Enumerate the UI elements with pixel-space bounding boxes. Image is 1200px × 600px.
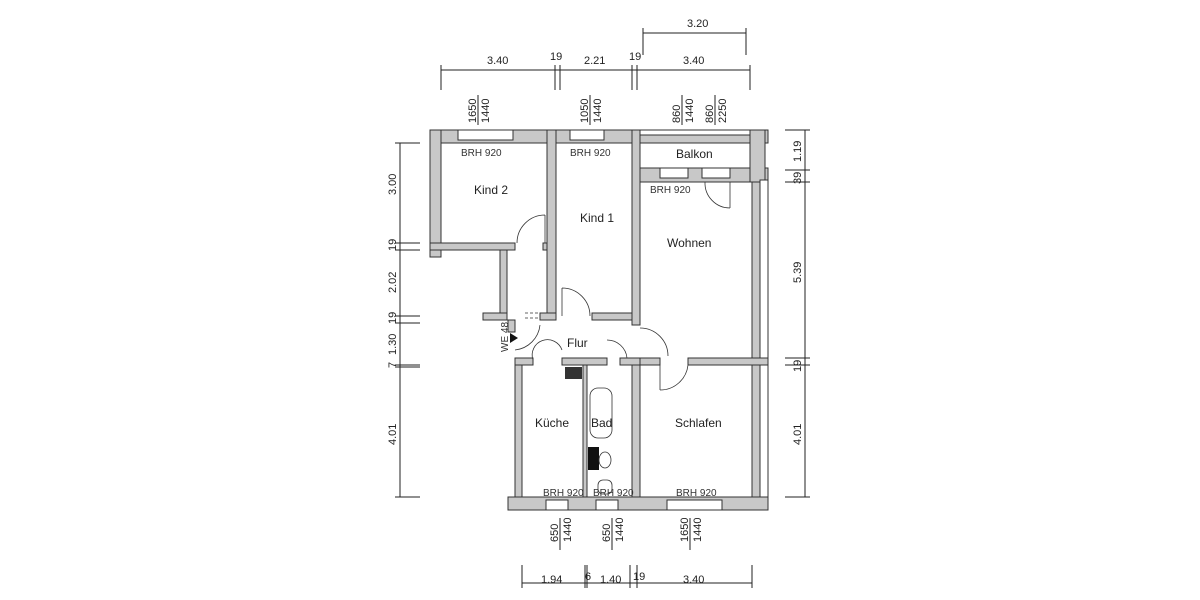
window-height: 2250 (717, 99, 729, 123)
dim-left: 7 (387, 362, 399, 368)
dimension-lines (395, 28, 810, 588)
sill-label: BRH 920 (570, 148, 611, 159)
windows (457, 129, 751, 511)
toilet-icon (597, 479, 613, 495)
window-width: 860 (704, 105, 716, 123)
room-kind1: Kind 1 (580, 211, 614, 225)
dim-top: 3.40 (683, 55, 704, 67)
dim-top: 2.21 (584, 55, 605, 67)
dim-left: 1.30 (387, 334, 399, 355)
dim-left: 19 (387, 239, 399, 251)
dim-top: 19 (629, 51, 641, 63)
room-bad: Bad (591, 416, 612, 430)
dim-top: 19 (550, 51, 562, 63)
stove-icon (565, 367, 582, 379)
window-width: 1650 (679, 518, 691, 542)
bathtub-icon (589, 387, 613, 439)
fixtures (510, 333, 613, 495)
window-height: 1440 (592, 99, 604, 123)
door-swings (514, 181, 731, 391)
dim-left: 3.00 (387, 174, 399, 195)
walls (429, 129, 769, 511)
sill-label: BRH 920 (593, 488, 634, 499)
dim-bottom: 6 (585, 571, 591, 583)
dim-top: 3.40 (487, 55, 508, 67)
sill-label: BRH 920 (461, 148, 502, 159)
window-width: 1050 (579, 99, 591, 123)
sill-label: BRH 920 (676, 488, 717, 499)
sill-label: BRH 920 (543, 488, 584, 499)
window-height: 1440 (614, 518, 626, 542)
window-height: 1440 (684, 99, 696, 123)
room-flur: Flur (567, 336, 588, 350)
sink-icon (598, 451, 612, 469)
window-width: 1650 (467, 99, 479, 123)
sill-label: BRH 920 (650, 185, 691, 196)
window-height: 1440 (562, 518, 574, 542)
room-wohnen: Wohnen (667, 236, 711, 250)
dim-right: 19 (792, 360, 804, 372)
room-kueche: Küche (535, 416, 569, 430)
window-dimension-labels: 1650 1440 1050 1440 860 1440 860 2250 65… (467, 99, 729, 542)
dim-bottom: 1.94 (541, 574, 562, 586)
room-kind2: Kind 2 (474, 183, 508, 197)
window-width: 860 (671, 105, 683, 123)
dim-bottom: 19 (633, 571, 645, 583)
room-balkon: Balkon (676, 147, 713, 161)
window-height: 1440 (480, 99, 492, 123)
room-schlafen: Schlafen (675, 416, 722, 430)
dim-left: 2.02 (387, 272, 399, 293)
window-width: 650 (549, 524, 561, 542)
room-labels: Kind 2 Kind 1 Balkon Wohnen Flur Küche B… (461, 147, 722, 499)
window-height: 1440 (692, 518, 704, 542)
dim-right: 5.39 (792, 262, 804, 283)
shower-icon (588, 447, 599, 470)
dim-right: 39 (792, 172, 804, 184)
dim-right: 4.01 (792, 424, 804, 445)
window-width: 650 (601, 524, 613, 542)
dim-left: 19 (387, 312, 399, 324)
entrance-arrow-icon (510, 333, 518, 343)
dim-bottom: 3.40 (683, 574, 704, 586)
dim-bottom: 1.40 (600, 574, 621, 586)
dim-left: 4.01 (387, 424, 399, 445)
entrance-label: WE 48 (500, 322, 511, 352)
dimension-labels: 3.20 3.40 19 2.21 19 3.40 3.00 19 2.02 1… (387, 18, 804, 586)
dim-top-outer: 3.20 (687, 18, 708, 30)
dim-right: 1.19 (792, 141, 804, 162)
